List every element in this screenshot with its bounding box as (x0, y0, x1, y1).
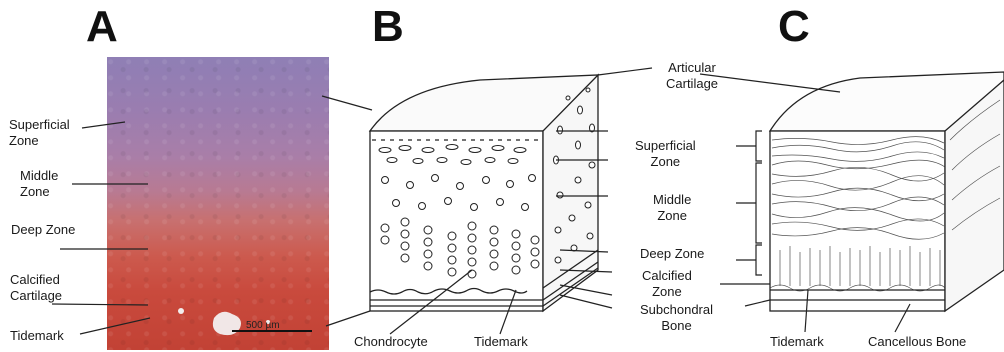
panel-a-overlay (52, 122, 312, 335)
c-label-cancellous-bone: Cancellous Bone (868, 334, 966, 350)
a-label-deep-zone: Deep Zone (11, 222, 75, 238)
c-label-subchondral-bone: Subchondral Bone (640, 302, 713, 334)
a-label-middle-zone: Middle Zone (20, 168, 58, 200)
a-label-calcified-cartilage: Calcified Cartilage (10, 272, 62, 304)
panel-b-block (370, 75, 598, 311)
c-label-middle-zone: Middle Zone (653, 192, 691, 224)
a-label-tidemark: Tidemark (10, 328, 64, 344)
c-label-calcified-zone: Calcified Zone (642, 268, 692, 300)
c-label-deep-zone: Deep Zone (640, 246, 704, 262)
panel-c-block (770, 72, 1004, 311)
c-label-tidemark: Tidemark (770, 334, 824, 350)
a-label-superficial-zone: Superficial Zone (9, 117, 70, 149)
c-label-superficial-zone: Superficial Zone (635, 138, 696, 170)
b-label-chondrocyte: Chondrocyte (354, 334, 428, 350)
c-label-articular-cartilage: Articular Cartilage (666, 60, 718, 92)
b-label-tidemark: Tidemark (474, 334, 528, 350)
scale-bar-label: 500 µm (246, 318, 280, 334)
